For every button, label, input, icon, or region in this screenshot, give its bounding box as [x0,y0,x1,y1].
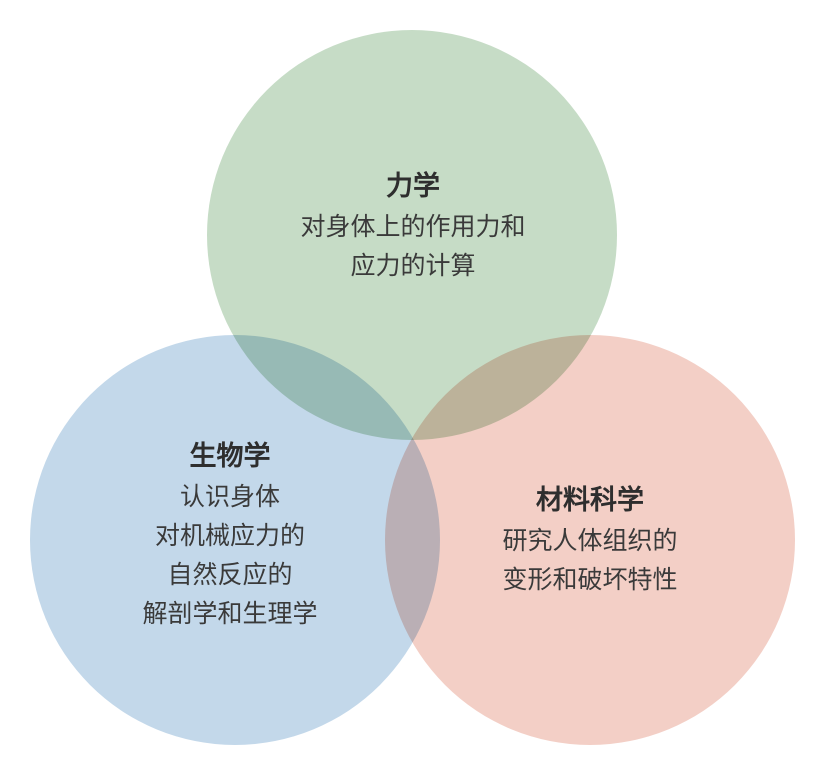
materials-desc-line-2: 变形和破坏特性 [502,565,678,594]
materials-title: 材料科学 [536,485,644,516]
materials-label: 材料科学 研究人体组织的 变形和破坏特性 [430,481,750,599]
biology-desc-line-4: 解剖学和生理学 [142,599,318,628]
mechanics-label: 力学 对身体上的作用力和 应力的计算 [213,167,613,285]
biology-desc-line-3: 自然反应的 [167,560,293,589]
circle-biology [30,335,440,745]
circle-mechanics [207,30,617,440]
biology-desc-line-2: 对机械应力的 [154,521,305,550]
mechanics-title: 力学 [386,171,440,202]
materials-desc-line-1: 研究人体组织的 [502,526,678,555]
biology-desc-line-1: 认识身体 [179,482,280,511]
mechanics-desc-line-2: 应力的计算 [350,251,476,280]
circle-materials [385,335,795,745]
mechanics-desc-line-1: 对身体上的作用力和 [300,212,526,241]
biology-label: 生物学 认识身体 对机械应力的 自然反应的 解剖学和生理学 [80,437,380,633]
biology-title: 生物学 [189,441,271,472]
